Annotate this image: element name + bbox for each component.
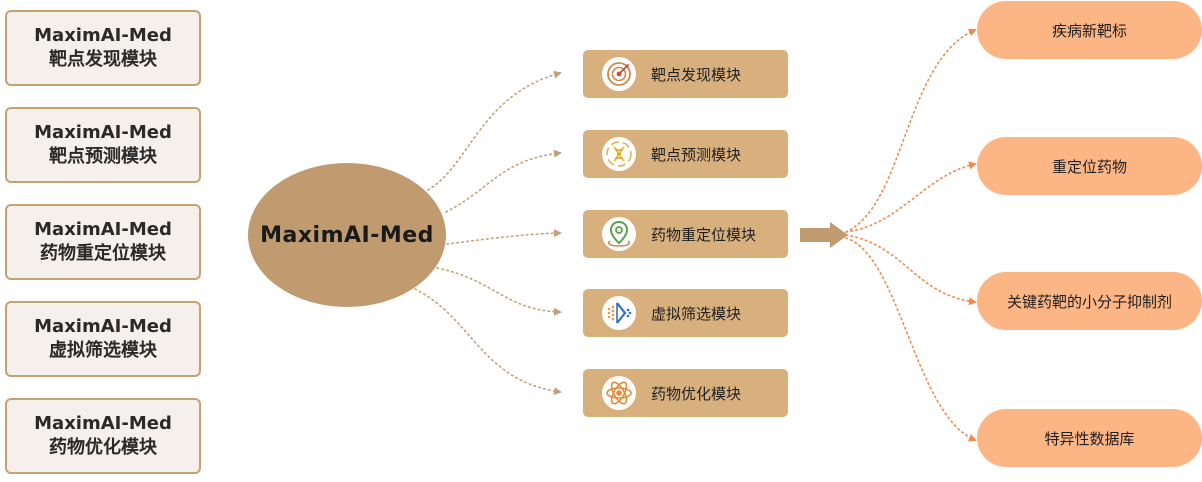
- center-platform-node: MaximAI-Med: [248, 163, 446, 307]
- left-module-subtitle: 虚拟筛选模块: [49, 340, 157, 361]
- left-module-card-drug-optimization: MaximAI-Med 药物优化模块: [5, 398, 201, 474]
- output-label: 疾病新靶标: [1051, 21, 1127, 40]
- output-specific-database: 特异性数据库: [977, 409, 1202, 467]
- connector-to-drug-repositioning: [446, 229, 562, 245]
- left-module-subtitle: 靶点发现模块: [49, 49, 157, 70]
- left-module-subtitle: 靶点预测模块: [49, 146, 157, 167]
- atom-icon: [602, 376, 636, 410]
- connector-to-repositioned-drugs: [845, 161, 977, 233]
- left-module-title: MaximAI-Med: [34, 25, 172, 46]
- left-module-title: MaximAI-Med: [34, 122, 172, 143]
- module-drug-repositioning: 药物重定位模块: [583, 210, 788, 258]
- output-new-disease-targets: 疾病新靶标: [977, 1, 1202, 59]
- module-label: 虚拟筛选模块: [651, 304, 742, 323]
- connector-to-drug-optimization: [414, 288, 562, 396]
- connector-to-target-prediction: [445, 149, 562, 213]
- connector-to-target-discovery: [427, 70, 562, 191]
- module-drug-optimization: 药物优化模块: [583, 369, 788, 417]
- module-virtual-screening: 虚拟筛选模块: [583, 289, 788, 337]
- left-module-card-target-discovery: MaximAI-Med 靶点发现模块: [5, 10, 201, 86]
- module-target-prediction: 靶点预测模块: [583, 130, 788, 178]
- left-module-title: MaximAI-Med: [34, 219, 172, 240]
- screening-funnel-icon: [602, 296, 636, 330]
- module-label: 靶点预测模块: [651, 145, 742, 164]
- left-module-title: MaximAI-Med: [34, 316, 172, 337]
- module-label: 药物重定位模块: [651, 225, 757, 244]
- connector-to-virtual-screening: [436, 267, 562, 316]
- center-label: MaximAI-Med: [260, 222, 434, 248]
- left-module-subtitle: 药物优化模块: [49, 437, 157, 458]
- left-module-subtitle: 药物重定位模块: [40, 243, 166, 264]
- output-label: 特异性数据库: [1044, 429, 1135, 448]
- output-small-molecule-inhibitors: 关键药靶的小分子抑制剂: [977, 272, 1202, 330]
- connector-to-small-molecule-inhibitors: [845, 234, 977, 306]
- big-arrow-icon: [800, 222, 848, 248]
- dna-icon: [602, 137, 636, 171]
- module-target-discovery: 靶点发现模块: [583, 50, 788, 98]
- left-module-card-virtual-screening: MaximAI-Med 虚拟筛选模块: [5, 301, 201, 377]
- output-repositioned-drugs: 重定位药物: [977, 137, 1202, 195]
- target-icon: [602, 57, 636, 91]
- left-module-card-drug-repositioning: MaximAI-Med 药物重定位模块: [5, 204, 201, 280]
- module-label: 靶点发现模块: [651, 65, 742, 84]
- output-label: 重定位药物: [1051, 157, 1127, 176]
- output-label: 关键药靶的小分子抑制剂: [1006, 292, 1172, 311]
- left-module-card-target-prediction: MaximAI-Med 靶点预测模块: [5, 107, 201, 183]
- connector-to-new-targets: [845, 28, 977, 233]
- location-pin-icon: [602, 217, 636, 251]
- module-label: 药物优化模块: [651, 384, 742, 403]
- left-module-title: MaximAI-Med: [34, 413, 172, 434]
- connector-to-specific-database: [845, 237, 977, 442]
